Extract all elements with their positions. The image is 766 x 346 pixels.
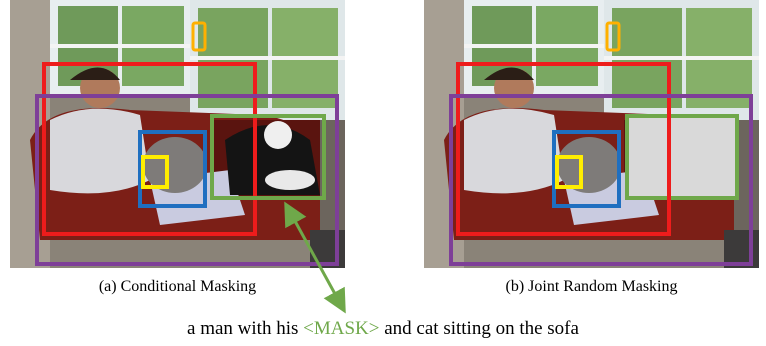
mask-token: <MASK> (303, 318, 380, 339)
masked-region-dog (625, 114, 739, 200)
caption-joint-random-masking: (b) Joint Random Masking (505, 278, 678, 295)
box-red-man (42, 62, 257, 236)
box-yellow-hand (141, 155, 169, 189)
masked-caption-sentence: a man with his <MASK> and cat sitting on… (0, 318, 766, 340)
photo-joint-random-masking (424, 0, 759, 268)
sentence-after: and cat sitting on the sofa (379, 318, 579, 339)
box-green-dog (210, 114, 326, 200)
box-blue-cat (138, 130, 207, 208)
box-purple-sofa (35, 94, 339, 266)
box-red-man (456, 62, 671, 236)
caption-conditional-masking: (a) Conditional Masking (98, 278, 257, 295)
panel-conditional-masking (10, 0, 345, 268)
photo-conditional-masking (10, 0, 345, 268)
box-orange-object (605, 21, 621, 52)
panel-joint-random-masking (424, 0, 759, 268)
box-blue-cat (552, 130, 621, 208)
sentence-before: a man with his (187, 318, 304, 339)
box-yellow-hand (555, 155, 583, 189)
box-orange-object (191, 21, 207, 52)
box-purple-sofa (449, 94, 753, 266)
